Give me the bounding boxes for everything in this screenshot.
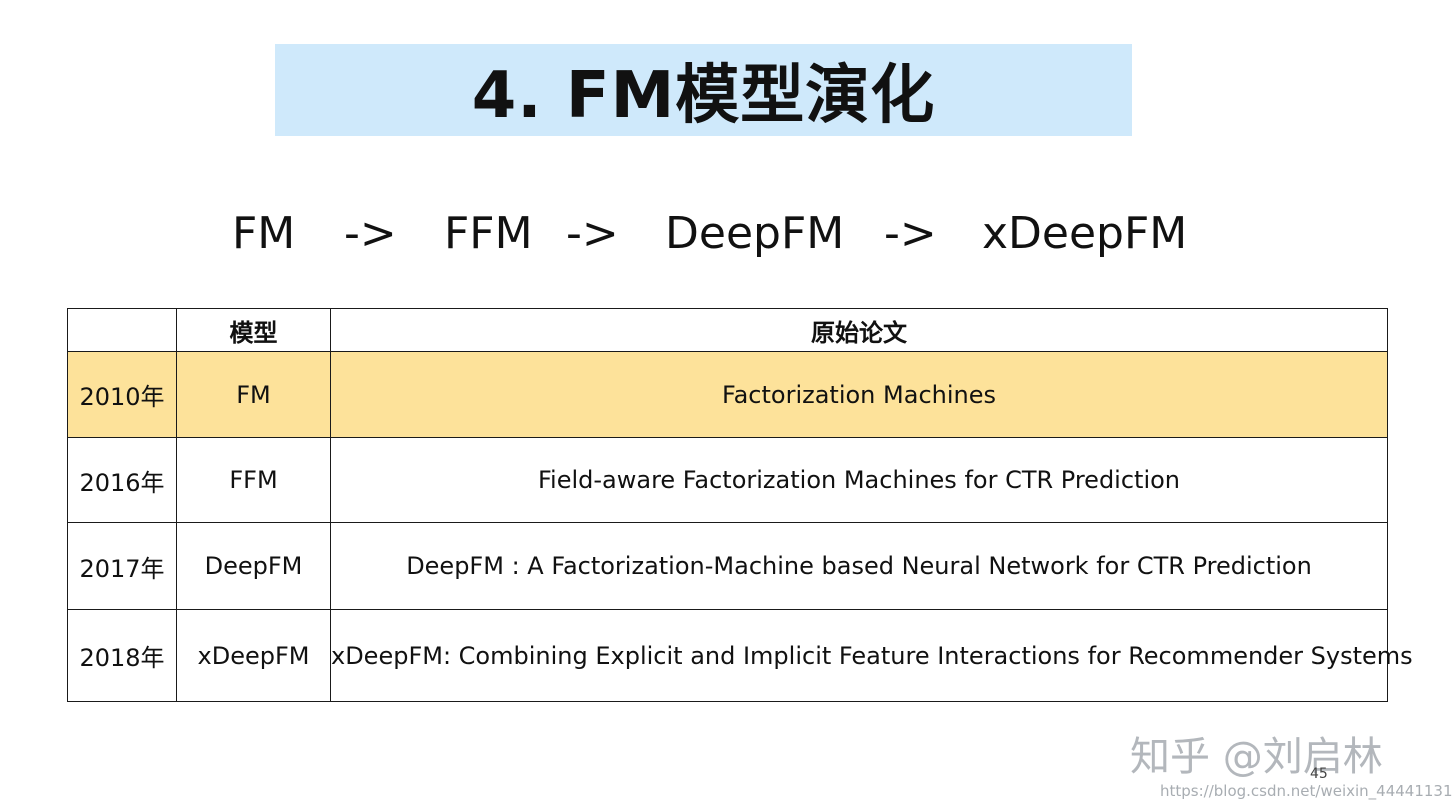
paper-cell: xDeepFM: Combining Explicit and Implicit… [330,609,1413,702]
table-row: 2010年 FM Factorization Machines [67,351,1388,438]
year-cell: 2016年 [67,437,177,523]
flow-arrow: -> [344,208,397,259]
table-row: 2016年 FFM Field-aware Factorization Mach… [67,437,1388,523]
flow-step-fm: FM [232,208,296,259]
year-cell: 2018年 [67,609,177,702]
flow-step-ffm: FFM [444,208,533,259]
paper-cell: DeepFM : A Factorization-Machine based N… [330,522,1388,610]
slide-title: 4. FM模型演化 [471,59,936,133]
model-evolution-flow: FM -> FFM -> DeepFM -> xDeepFM [0,206,1440,262]
year-cell: 2017年 [67,522,177,610]
url-watermark: https://blog.csdn.net/weixin_44441131 [1160,782,1453,800]
zhihu-watermark: 知乎 @刘启林 [1130,734,1383,780]
model-cell: xDeepFM [176,609,331,702]
model-cell: FM [176,351,331,438]
table-header-row: 模型 原始论文 [67,308,1388,352]
header-year [67,308,177,352]
title-banner: 4. FM模型演化 [275,44,1132,136]
header-paper: 原始论文 [330,308,1388,352]
model-cell: FFM [176,437,331,523]
year-cell: 2010年 [67,351,177,438]
table-row: 2017年 DeepFM DeepFM : A Factorization-Ma… [67,522,1388,610]
header-model: 模型 [176,308,331,352]
model-cell: DeepFM [176,522,331,610]
papers-table: 模型 原始论文 2010年 FM Factorization Machines … [67,308,1413,702]
flow-arrow: -> [884,208,937,259]
paper-cell: Factorization Machines [330,351,1388,438]
flow-arrow: -> [566,208,619,259]
table-row: 2018年 xDeepFM xDeepFM: Combining Explici… [67,609,1413,702]
flow-step-xdeepfm: xDeepFM [982,208,1188,259]
flow-step-deepfm: DeepFM [665,208,845,259]
page-number: 45 [1310,766,1328,782]
paper-cell: Field-aware Factorization Machines for C… [330,437,1388,523]
